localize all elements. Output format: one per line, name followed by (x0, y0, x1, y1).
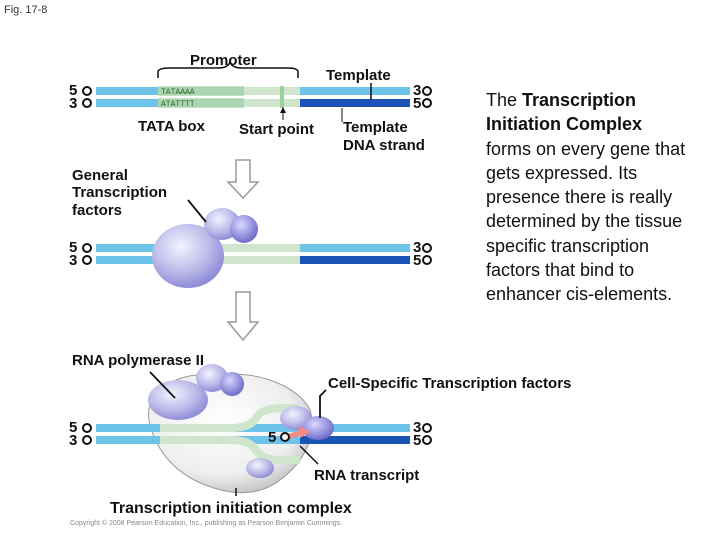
end-5-mid-left: 5 (69, 239, 78, 256)
end-3-top-right: 3 (413, 82, 422, 99)
dna-top: TATAAAA ATATTTT (82, 86, 432, 109)
promoter-bracket (157, 59, 299, 78)
tata-box-label: TATA box (138, 118, 205, 135)
arrow-down-2 (226, 291, 260, 342)
side-explanation: The Transcription Initiation Complex for… (486, 88, 686, 307)
end-3-mid-right: 3 (413, 239, 422, 256)
template-label: Template (326, 67, 391, 84)
end-3-top-left: 3 (69, 95, 78, 112)
promoter-label: Promoter (190, 52, 257, 69)
side-text-part1: The (486, 90, 523, 110)
copyright-notice: Copyright © 2008 Pearson Education, Inc.… (70, 520, 343, 527)
initiation-complex-drawing (82, 364, 432, 494)
gtf-label-1: General (72, 167, 128, 184)
tfiid-protein (152, 224, 224, 288)
seq-top: TATAAAA (161, 88, 195, 97)
template-strand-label-2: DNA strand (343, 137, 425, 154)
end-3-mid-left: 3 (69, 252, 78, 269)
arrow-down-1 (226, 159, 260, 200)
rna-transcript-label: RNA transcript (314, 467, 420, 484)
gtf-label-2: Transcription (72, 184, 168, 201)
template-strand-label-1: Template (343, 119, 408, 136)
end-5-transcript: 5 (268, 429, 277, 446)
end-5-top-right: 5 (413, 95, 422, 112)
end-5-bot-right: 5 (413, 432, 422, 449)
end-5-bot-left: 5 (69, 419, 78, 436)
rna-polymerase-label: RNA polymerase II (72, 352, 204, 369)
dna-middle (82, 208, 432, 288)
end-3-bot-left: 3 (69, 432, 78, 449)
end-5-mid-right: 5 (413, 252, 422, 269)
side-text-part2: forms on every gene that gets expressed.… (486, 138, 686, 305)
end-5-top-left: 5 (69, 82, 78, 99)
seq-bottom: ATATTTT (161, 100, 195, 109)
figure-label: Fig. 17-8 (4, 4, 48, 16)
initiation-complex-label: Transcription initiation complex (110, 500, 352, 517)
cell-specific-tf-label: Cell-Specific Transcription factors (328, 375, 572, 392)
start-point-label: Start point (239, 121, 314, 138)
end-3-bot-right: 3 (413, 419, 422, 436)
side-text-bold: Transcription Initiation Complex (486, 90, 643, 135)
gtf-label-3: factors (72, 202, 123, 219)
